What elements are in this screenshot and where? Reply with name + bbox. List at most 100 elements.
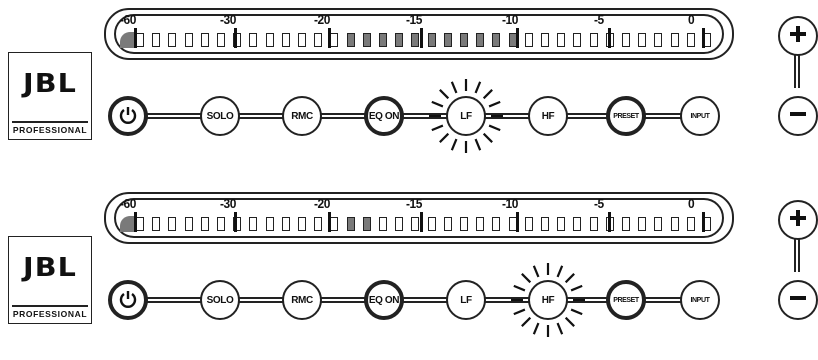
meter-segment — [217, 33, 225, 47]
volume-up-button[interactable] — [778, 200, 818, 240]
volume-down-button[interactable] — [778, 280, 818, 320]
meter-segment — [249, 217, 258, 231]
button-label: SOLO — [206, 294, 234, 306]
meter-segment — [168, 217, 177, 231]
lf-button[interactable]: LF — [446, 280, 486, 320]
button-label: INPUT — [690, 112, 710, 120]
meter-scale-label: 0 — [688, 12, 695, 27]
button-label: LF — [460, 294, 472, 306]
power-button[interactable] — [108, 280, 148, 320]
volume-down-button[interactable] — [778, 96, 818, 136]
meter-segment — [298, 217, 306, 231]
meter-segment — [686, 33, 695, 47]
meter-tick — [516, 28, 519, 48]
meter-segment — [492, 217, 501, 231]
meter-segment — [314, 217, 323, 231]
power-icon — [118, 105, 138, 128]
preset-button[interactable]: PRESET — [606, 280, 646, 320]
meter-segment — [395, 217, 404, 231]
meter-segment — [541, 33, 549, 47]
meter-tick — [608, 28, 611, 48]
meter-segment-lit — [120, 32, 134, 48]
meter-segment-lit — [460, 33, 468, 47]
meter-segment — [152, 217, 161, 231]
meter-segment — [330, 33, 339, 47]
meter-segment — [589, 33, 598, 47]
solo-button[interactable]: SOLO — [200, 96, 240, 136]
meter-segment — [573, 33, 582, 47]
meter-segment — [168, 33, 177, 47]
power-button[interactable] — [108, 96, 148, 136]
lf-button[interactable]: LF — [446, 96, 486, 136]
meter-tick — [702, 28, 705, 48]
logo-subtitle: PROFESSIONAL — [12, 305, 88, 321]
meter-segment — [622, 33, 630, 47]
meter-segment — [427, 217, 436, 231]
meter-segment-lit — [443, 33, 452, 47]
logo-subtitle: PROFESSIONAL — [12, 121, 88, 137]
rmc-button[interactable]: RMC — [282, 96, 322, 136]
meter-segment — [233, 217, 242, 231]
eq-button[interactable]: EQ ON — [364, 96, 404, 136]
meter-scale-label: -60 — [120, 12, 136, 27]
preset-button[interactable]: PRESET — [606, 96, 646, 136]
logo-mark: JBL — [23, 69, 77, 99]
meter-segment-lit — [427, 33, 436, 47]
meter-segment-lit — [492, 33, 501, 47]
volume-control — [778, 192, 818, 320]
meter-segment — [557, 217, 566, 231]
meter-segment — [281, 217, 290, 231]
meter-segment — [330, 217, 339, 231]
minus-icon — [787, 103, 809, 130]
meter-scale-label: -20 — [314, 12, 330, 27]
button-chain-line — [130, 297, 700, 303]
meter-scale-label: -15 — [406, 196, 422, 211]
meter-segment-lit — [362, 217, 371, 231]
hf-button[interactable]: HF — [528, 96, 568, 136]
meter-segment — [460, 217, 468, 231]
button-label: PRESET — [613, 296, 639, 304]
input-button[interactable]: INPUT — [680, 280, 720, 320]
meter-scale-label: -60 — [120, 196, 136, 211]
meter-scale-label: -15 — [406, 12, 422, 27]
meter-segment — [233, 33, 242, 47]
meter-scale-label: -10 — [502, 196, 518, 211]
meter-tick — [328, 28, 331, 48]
meter-tick — [134, 212, 137, 232]
meter-scale-label: -30 — [220, 12, 236, 27]
meter-tick — [234, 212, 237, 232]
meter-segment — [476, 217, 485, 231]
volume-link — [794, 46, 800, 88]
meter-segment-lit — [476, 33, 485, 47]
plus-icon — [787, 23, 809, 50]
button-label: RMC — [291, 110, 313, 122]
meter-scale-label: -30 — [220, 196, 236, 211]
meter-segment — [654, 217, 663, 231]
rmc-button[interactable]: RMC — [282, 280, 322, 320]
power-icon — [118, 289, 138, 312]
input-button[interactable]: INPUT — [680, 96, 720, 136]
meter-segment — [686, 217, 695, 231]
solo-button[interactable]: SOLO — [200, 280, 240, 320]
button-chain-line — [130, 113, 700, 119]
meter-segment-lit — [411, 33, 420, 47]
meter-segment — [200, 33, 209, 47]
volume-up-button[interactable] — [778, 16, 818, 56]
meter-segment — [524, 217, 533, 231]
meter-frame — [114, 14, 724, 54]
eq-button[interactable]: EQ ON — [364, 280, 404, 320]
meter-tick — [234, 28, 237, 48]
meter-segment-lit — [395, 33, 404, 47]
hf-button[interactable]: HF — [528, 280, 568, 320]
meter-segment — [411, 217, 420, 231]
meter-segment-lit — [120, 216, 134, 232]
meter-segment — [670, 217, 679, 231]
meter-scale-label: 0 — [688, 196, 695, 211]
meter-frame — [114, 198, 724, 238]
meter-segment — [638, 217, 647, 231]
meter-segment — [557, 33, 566, 47]
